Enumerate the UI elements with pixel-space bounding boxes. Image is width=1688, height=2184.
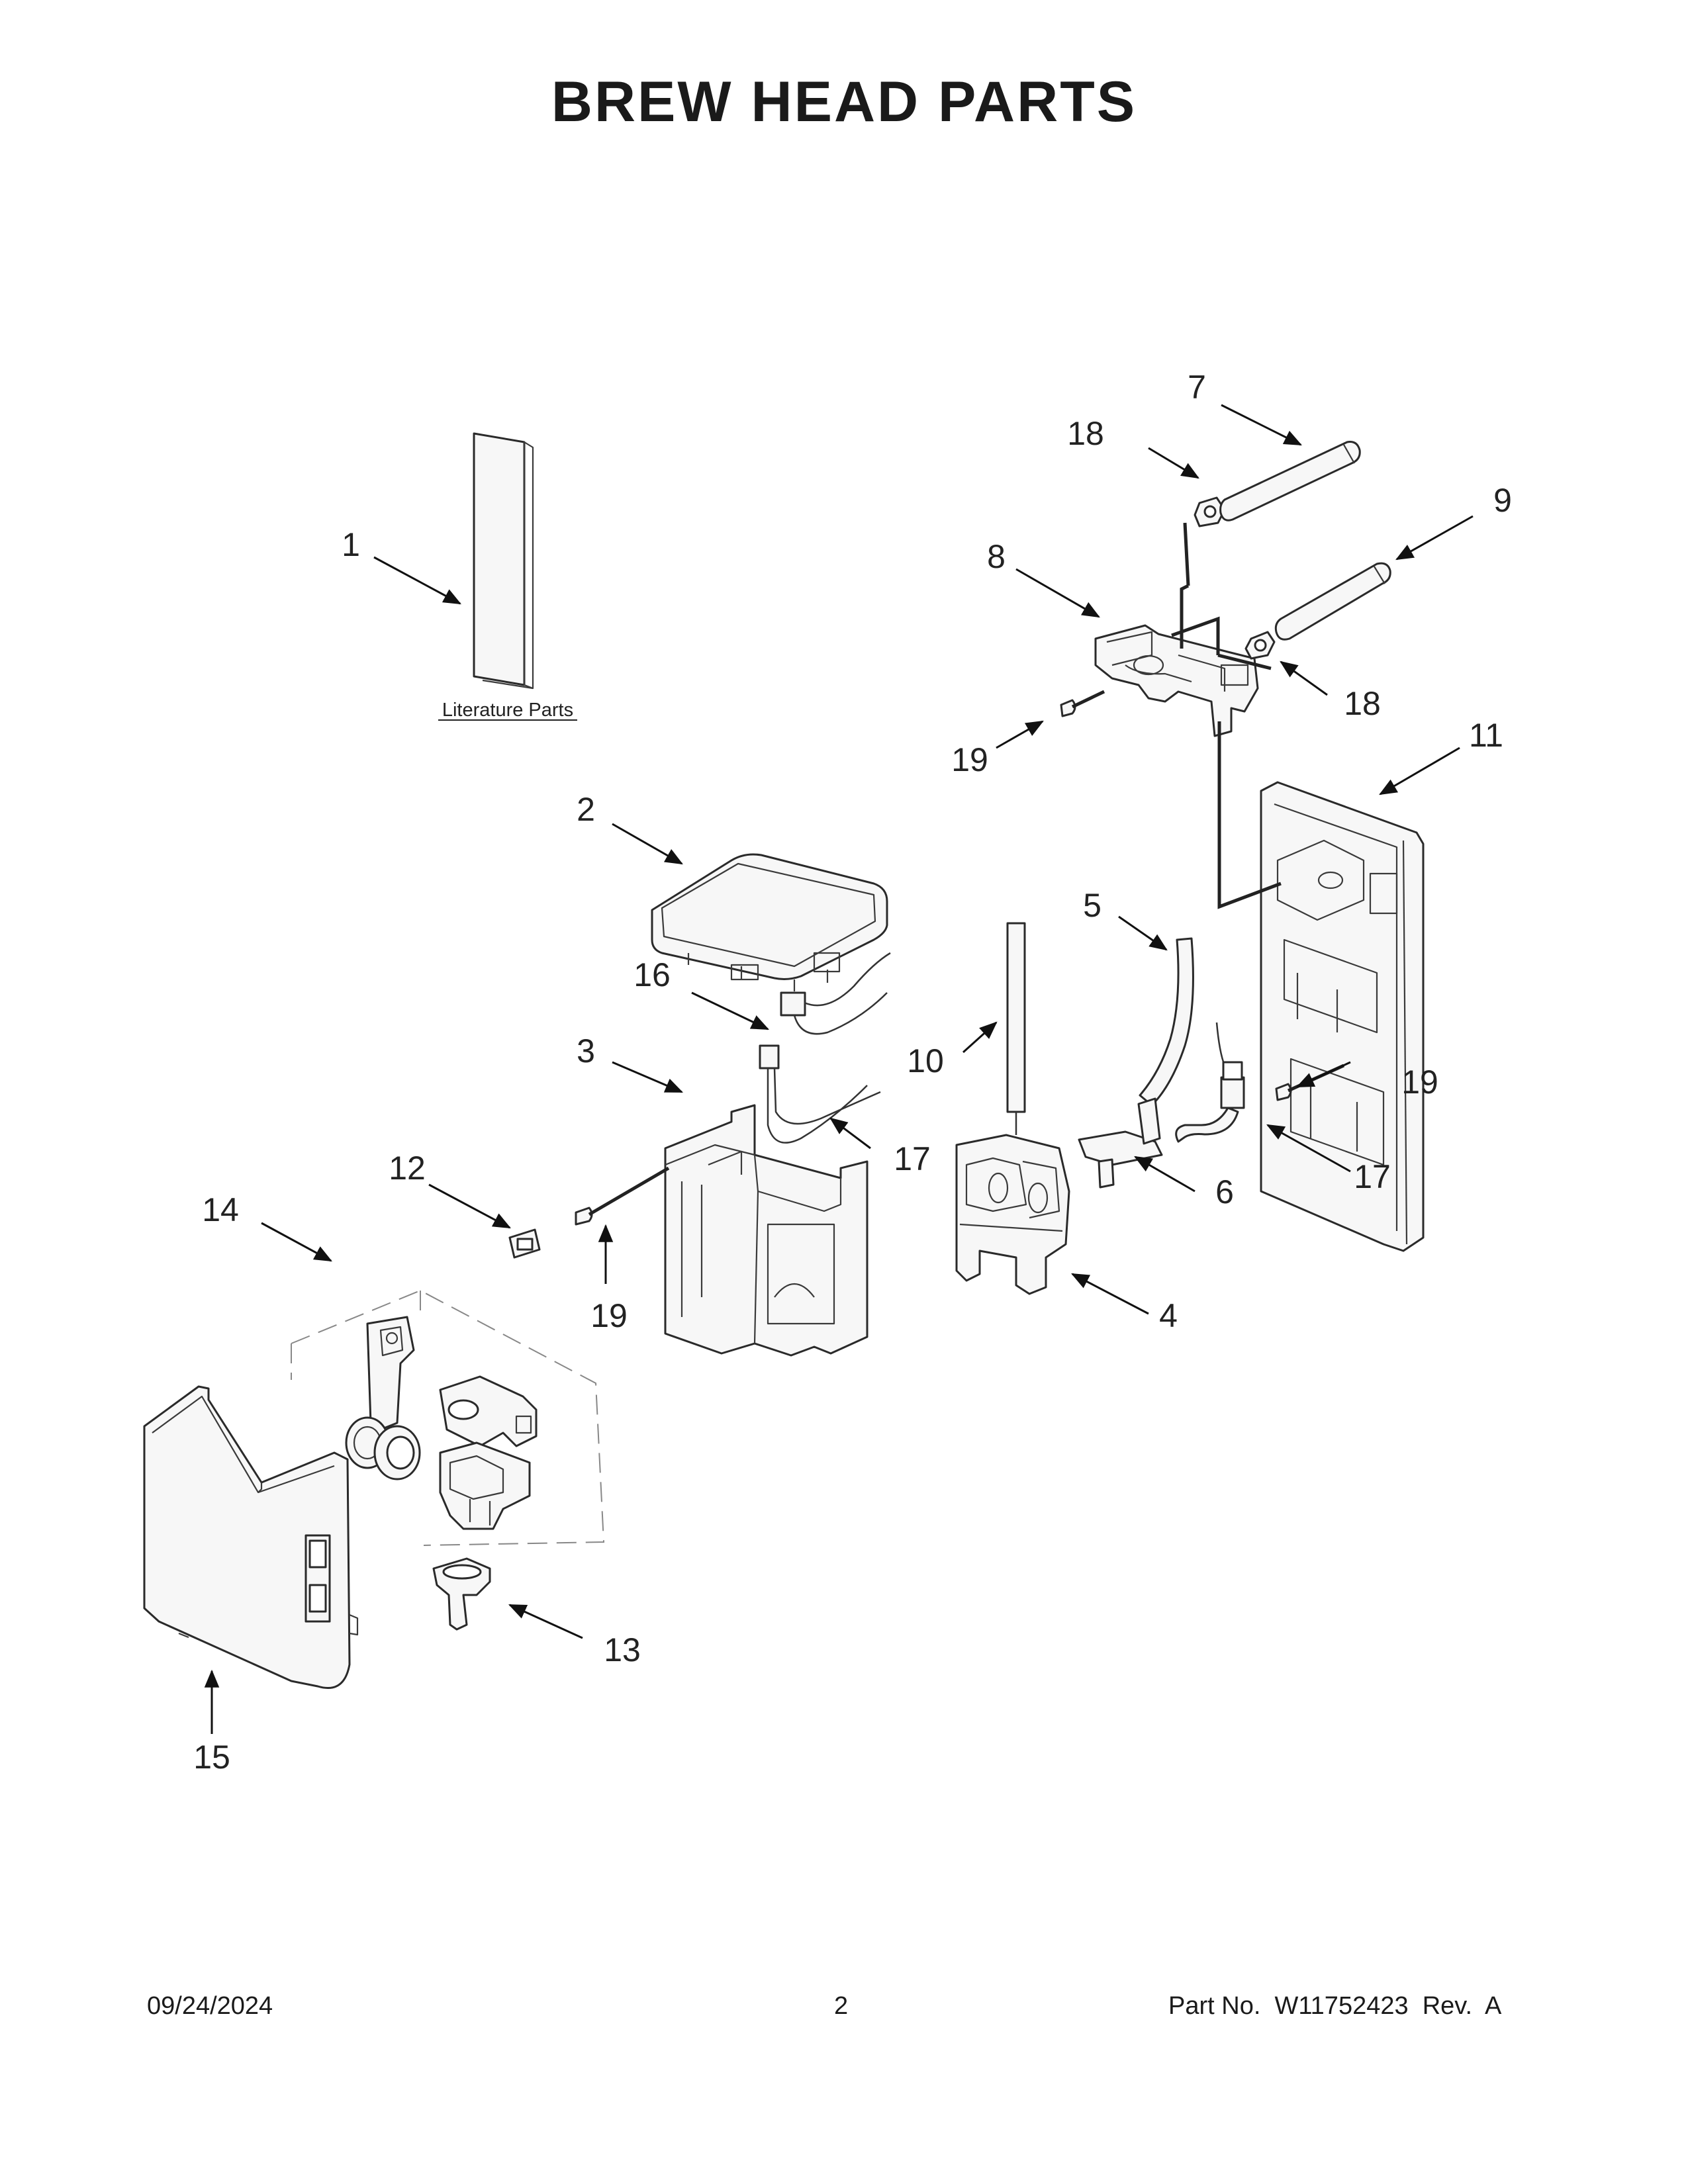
callout-6: 6 [1215, 1173, 1234, 1210]
hose-part [1139, 937, 1194, 1107]
literature-parts-label: Literature Parts [442, 700, 573, 721]
callout-12: 12 [389, 1150, 426, 1187]
manifold-part [1094, 624, 1259, 737]
wire-loop [1171, 616, 1272, 670]
back-panel-part [1260, 781, 1425, 1252]
lid-part [651, 853, 888, 991]
callout-5: 5 [1083, 887, 1102, 924]
sensor-right-part [1175, 1022, 1245, 1143]
clamp-top [1183, 496, 1226, 586]
callout-16: 16 [633, 956, 671, 993]
wire-harness-left [759, 1044, 881, 1144]
footer-page-number: 2 [834, 1992, 849, 2020]
page-title: BREW HEAD PARTS [551, 70, 1137, 134]
callout-19a: 19 [951, 741, 988, 778]
wire-top [1180, 584, 1190, 649]
callout-13: 13 [604, 1631, 641, 1668]
callout-10: 10 [907, 1042, 944, 1079]
pump-assembly-part [955, 1134, 1070, 1295]
callout-17a: 17 [894, 1140, 931, 1177]
front-cover-part [143, 1385, 359, 1690]
footer-date: 09/24/2024 [147, 1992, 273, 2020]
switch-part [780, 952, 891, 1035]
top-tube-part [1219, 441, 1361, 522]
callout-18a: 18 [1067, 415, 1104, 452]
dispenser-subassembly [291, 1289, 605, 1546]
callout-9: 9 [1493, 482, 1512, 519]
grommet-part [508, 1228, 541, 1259]
literature-booklet [473, 432, 534, 690]
wire-to-panel [1217, 721, 1282, 909]
tube-part [1006, 922, 1026, 1135]
screw-top [1060, 690, 1105, 717]
brew-housing-part [664, 1104, 868, 1357]
footer-part-number: Part No. W11752423 Rev. A [1168, 1992, 1502, 2020]
screw-center [575, 1166, 670, 1226]
callout-19c: 19 [590, 1297, 628, 1334]
fitting-part [1078, 1097, 1163, 1189]
side-tube-part [1274, 562, 1391, 641]
nozzle-part [432, 1557, 491, 1631]
callout-1: 1 [342, 526, 360, 563]
callout-19b: 19 [1401, 1064, 1438, 1101]
clamp-right [1244, 631, 1276, 660]
callout-3: 3 [577, 1032, 595, 1069]
callout-11: 11 [1469, 717, 1503, 754]
callout-17b: 17 [1354, 1158, 1391, 1195]
callout-14: 14 [202, 1191, 239, 1228]
callout-15: 15 [193, 1739, 230, 1776]
callout-8: 8 [987, 538, 1006, 575]
callout-2: 2 [577, 791, 595, 828]
callout-7: 7 [1188, 369, 1206, 406]
callout-18b: 18 [1344, 685, 1381, 722]
callout-4: 4 [1159, 1297, 1178, 1334]
